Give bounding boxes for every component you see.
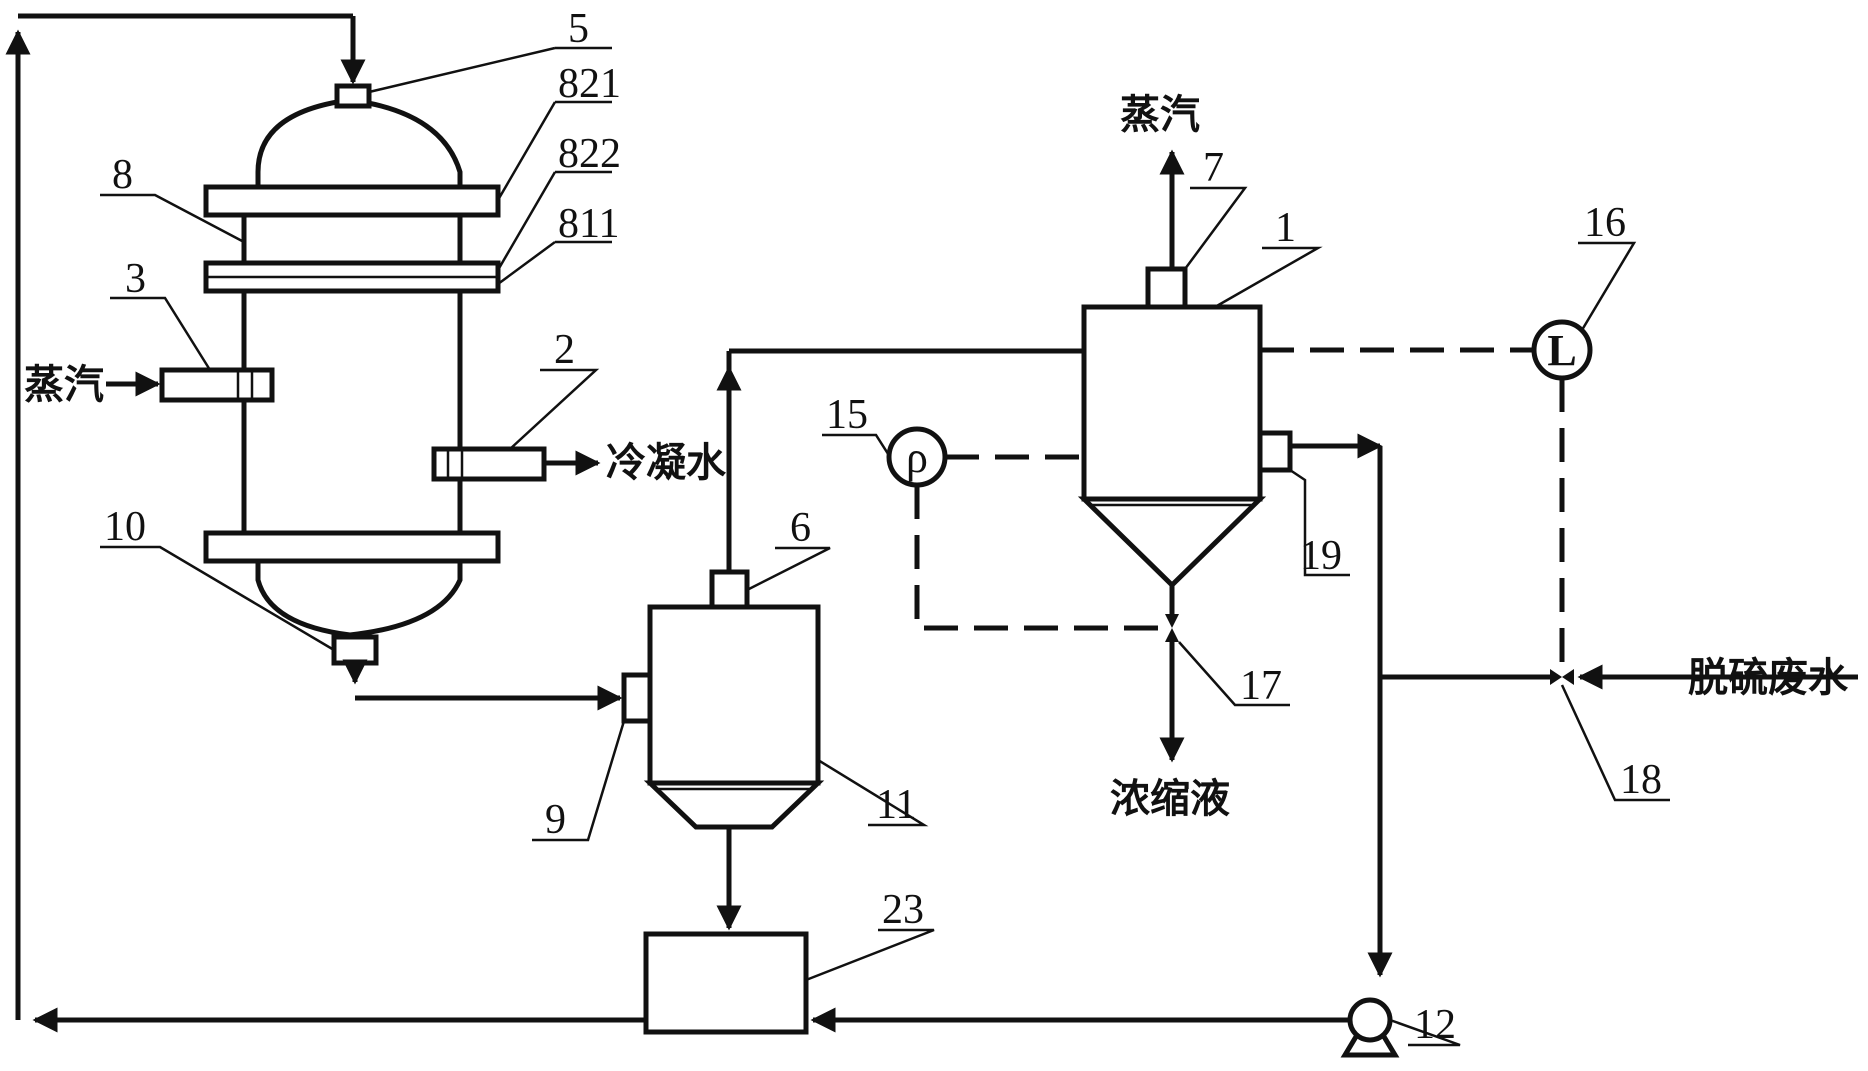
condensate-outlet-2	[431, 446, 547, 482]
leader-6	[746, 546, 831, 592]
tank-23	[643, 931, 809, 1035]
label-17: 17	[1240, 663, 1282, 709]
stream-condensate: 冷凝水	[606, 440, 727, 486]
leader-23	[805, 928, 935, 982]
label-10: 10	[104, 504, 146, 550]
stream-wastewater: 脱硫废水	[1688, 655, 1849, 701]
label-3: 3	[125, 256, 146, 302]
evaporator-tank-1	[1077, 266, 1293, 589]
leader-9	[532, 720, 626, 842]
label-6: 6	[790, 505, 811, 551]
valve-18-left	[1550, 669, 1562, 685]
label-7: 7	[1203, 145, 1224, 191]
flange-821	[203, 184, 501, 218]
nozzle-19	[1257, 430, 1293, 473]
label-18: 18	[1620, 757, 1662, 803]
label-8: 8	[112, 152, 133, 198]
steam-inlet-3	[159, 367, 275, 403]
label-822: 822	[558, 131, 621, 177]
flange-bottom	[203, 530, 501, 564]
nozzle-10	[331, 634, 379, 666]
valve-17-lower	[1165, 628, 1179, 642]
label-811: 811	[558, 201, 619, 247]
valve-17	[1165, 614, 1179, 642]
label-16: 16	[1584, 200, 1626, 246]
leader-12	[1389, 1018, 1461, 1047]
signal-lines	[914, 347, 1565, 666]
evaporator-body	[1081, 304, 1263, 502]
heat-exchanger	[159, 83, 547, 666]
leader-7	[1183, 186, 1248, 270]
leader-5	[368, 46, 612, 94]
valve-18	[1550, 669, 1574, 685]
separator-cone	[643, 780, 825, 830]
separator-11	[621, 569, 825, 830]
leader-821	[496, 100, 612, 201]
stream-steam-inlet: 蒸汽	[24, 362, 104, 408]
separator-body	[647, 604, 821, 786]
leader-10	[100, 545, 335, 652]
nozzle-6	[709, 569, 750, 610]
label-1: 1	[1275, 205, 1296, 251]
density-symbol: ρ	[906, 433, 928, 482]
pump-12	[1340, 997, 1400, 1058]
valve-18-right	[1562, 669, 1574, 685]
piping	[5, 13, 1858, 1033]
stream-steam-top: 蒸汽	[1120, 92, 1200, 138]
evaporator-cone	[1077, 496, 1267, 589]
leader-lines	[100, 46, 1670, 1047]
signal-density-valve	[914, 485, 1160, 631]
valve-17-upper	[1165, 614, 1179, 628]
leader-15	[822, 433, 892, 458]
leader-3	[110, 296, 212, 371]
label-5: 5	[568, 6, 589, 52]
leader-17	[1178, 641, 1290, 707]
nozzle-5	[334, 83, 372, 109]
pump-casing	[1347, 997, 1393, 1043]
leader-16	[1578, 241, 1637, 331]
level-symbol: L	[1547, 326, 1576, 375]
label-2: 2	[554, 327, 575, 373]
label-23: 23	[882, 887, 924, 933]
label-11: 11	[876, 782, 916, 828]
label-19: 19	[1300, 533, 1342, 579]
leader-11	[817, 758, 929, 827]
nozzle-9	[621, 672, 653, 724]
leader-19	[1289, 468, 1350, 577]
label-9: 9	[545, 797, 566, 843]
label-12: 12	[1414, 1002, 1456, 1048]
label-15: 15	[826, 392, 868, 438]
leader-18	[1560, 684, 1670, 802]
leader-8	[100, 193, 245, 244]
nozzle-7	[1145, 266, 1188, 310]
leader-811	[497, 240, 612, 286]
leader-2	[509, 368, 600, 450]
label-821: 821	[558, 61, 621, 107]
exchanger-top-head	[255, 97, 463, 188]
stream-concentrate: 浓缩液	[1110, 776, 1230, 822]
leader-822	[496, 170, 612, 271]
leader-1	[1214, 246, 1323, 309]
